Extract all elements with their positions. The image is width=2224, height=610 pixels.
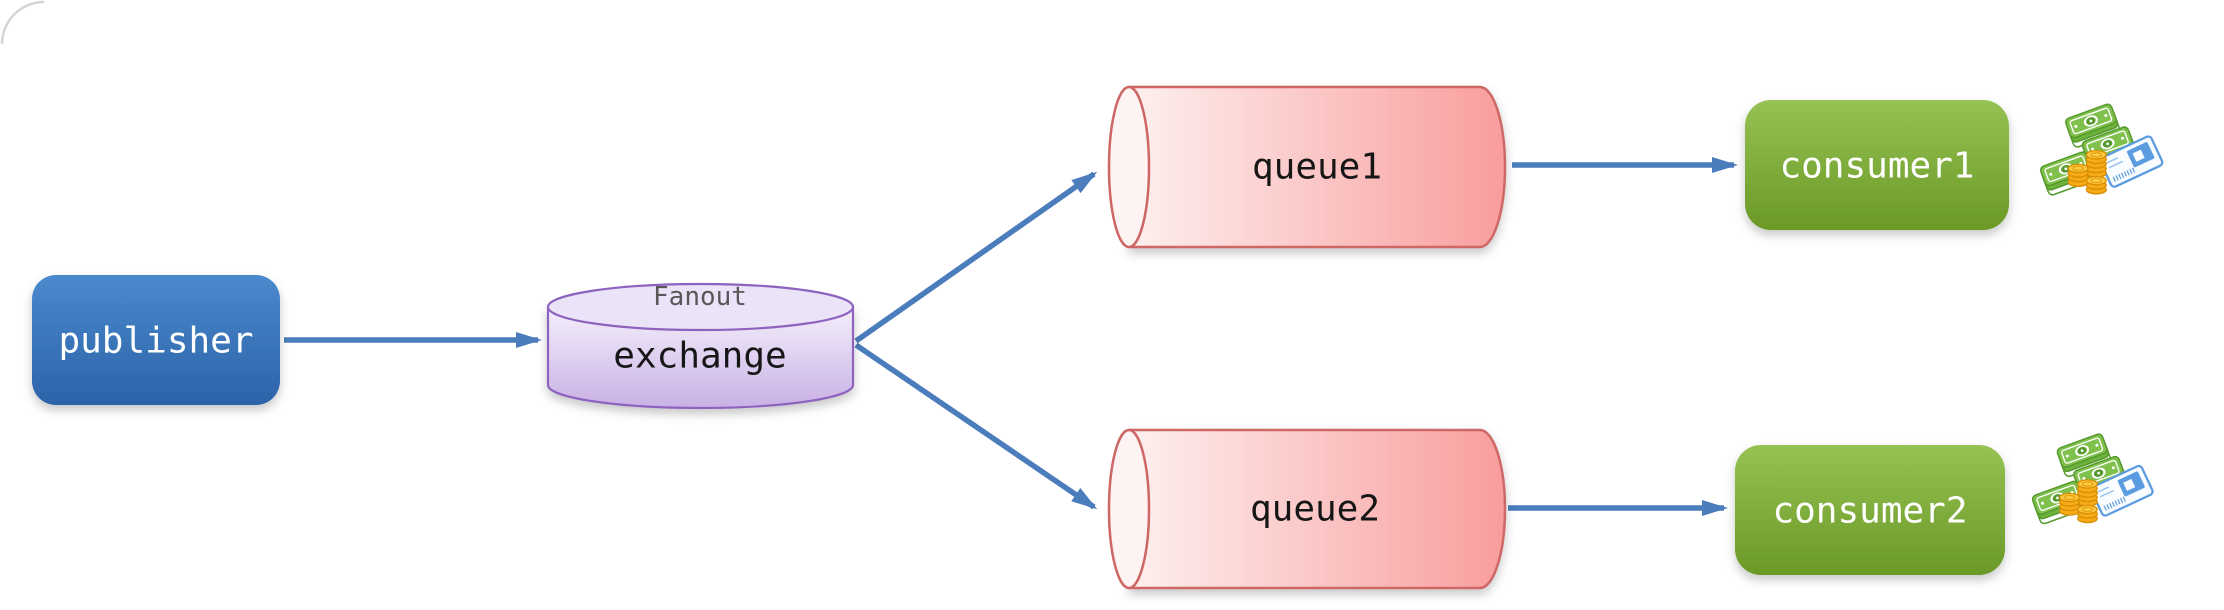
consumer1-label: consumer1 (1779, 146, 1974, 187)
money-icon (2039, 103, 2163, 196)
queue1-label: queue1 (1252, 147, 1382, 188)
queue1-cylinder-body (1128, 85, 1507, 249)
exchange-label: exchange (613, 336, 786, 377)
consumer2-label: consumer2 (1772, 491, 1967, 532)
node-publisher: publisher (32, 275, 280, 405)
queue2-cylinder-body (1128, 428, 1507, 590)
queue2-cylinder-cap (1107, 428, 1151, 590)
consumer1-box (1745, 100, 2009, 230)
node-consumer1: consumer1 (1745, 100, 2009, 230)
money-icon (2031, 433, 2153, 525)
exchange-cylinder-top (546, 282, 855, 332)
node-queue2: queue2 (1107, 428, 1507, 590)
edge-exchange-to-queue1-arrow (854, 171, 1098, 344)
publisher-box (32, 275, 280, 405)
publisher-label: publisher (58, 321, 253, 362)
exchange-cylinder-body (546, 305, 855, 410)
window-corner (0, 0, 45, 45)
node-consumer2: consumer2 (1735, 445, 2005, 575)
queue1-cylinder-cap (1107, 85, 1151, 249)
exchange-type-label: Fanout (653, 282, 747, 312)
edge-exchange-to-queue2-arrow (854, 342, 1098, 510)
consumer2-box (1735, 445, 2005, 575)
node-queue1: queue1 (1107, 85, 1507, 249)
node-exchange: Fanout exchange (546, 282, 855, 410)
queue2-label: queue2 (1250, 489, 1380, 530)
